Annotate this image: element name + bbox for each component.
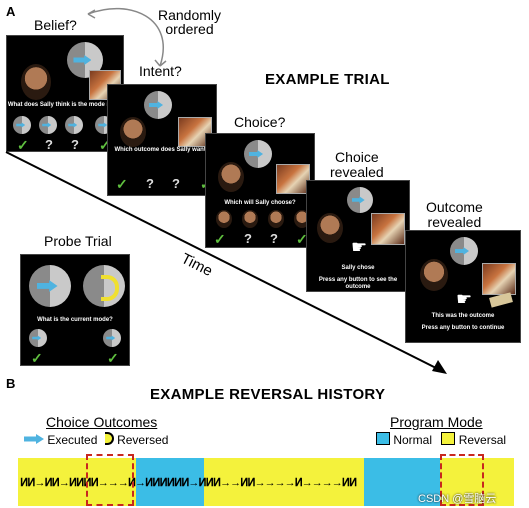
history-outcome-sequence: ⵍⵍ→ⵍⵍ→ⵍⵍⵍⵍ→→→ⵍ→ⵍⵍⵍⵍⵍⵍ→ⵍⵍⵍ→→ⵍⵍ→→→→ⵍ→→→→ⵍⵍ	[20, 477, 357, 489]
panel-a-letter: A	[6, 4, 16, 19]
check-icon: ✓	[214, 231, 226, 247]
reversal-history-title: EXAMPLE REVERSAL HISTORY	[150, 386, 386, 403]
normal-mode-segment	[364, 458, 440, 506]
option-pie-icon	[39, 116, 57, 134]
mode-pie-icon	[347, 187, 373, 213]
normal-label: Normal	[393, 433, 433, 447]
this-was-outcome-text: This was the outcome	[431, 313, 495, 319]
check-icon: ✓	[17, 137, 29, 152]
normal-mode-pie-icon	[29, 265, 71, 307]
choice-revealed-label: Choice revealed	[330, 149, 384, 180]
option-pie-icon	[13, 116, 31, 134]
sally-face	[218, 162, 244, 192]
mode-pie-icon	[144, 91, 172, 119]
randomly-ordered-label: Randomly ordered	[158, 7, 222, 37]
reversal-mode-pie-icon	[83, 265, 125, 307]
choice-revealed-screen: ☛ Sally chose Press any button to see th…	[306, 180, 410, 292]
panel-b-letter: B	[6, 376, 16, 391]
belief-question-text: What does Sally think is the mode now?	[7, 102, 123, 108]
executed-arrow-icon	[24, 434, 44, 444]
sally-face	[420, 259, 448, 291]
pointing-hand-icon: ☛	[351, 237, 368, 257]
outcome-photo	[482, 263, 516, 295]
mode-pie-icon	[450, 237, 478, 265]
outcome-revealed-label: Outcome revealed	[426, 199, 483, 230]
option-face	[242, 210, 258, 228]
sally-face	[21, 64, 51, 100]
highlight-box	[440, 454, 484, 506]
check-icon: ✓	[116, 176, 128, 192]
option-pie-icon	[103, 329, 121, 347]
watermark: CSDN @雪脑云	[418, 493, 497, 505]
choice-outcomes-legend: Executed Reversed	[24, 432, 168, 447]
highlight-box	[86, 454, 134, 506]
reversed-label: Reversed	[117, 433, 169, 447]
sally-chose-text: Sally chose	[341, 265, 375, 271]
question-mark: ?	[45, 137, 53, 152]
choice-label: Choice?	[234, 114, 286, 130]
option-pie-icon	[65, 116, 83, 134]
question-mark: ?	[71, 137, 79, 152]
probe-trial-label: Probe Trial	[44, 233, 112, 249]
check-icon: ✓	[296, 231, 308, 247]
random-order-arrow-icon	[87, 7, 167, 67]
check-icon: ✓	[107, 350, 119, 366]
pointing-hand-icon: ☛	[456, 289, 473, 309]
probe-question-text: What is the current mode?	[37, 317, 113, 323]
question-mark: ?	[146, 176, 154, 191]
normal-swatch	[376, 432, 390, 445]
choice-question-text: Which will Sally choose?	[224, 200, 296, 206]
outcome-photo	[276, 164, 310, 194]
reversal-label: Reversal	[458, 433, 507, 447]
example-trial-title: EXAMPLE TRIAL	[265, 71, 390, 88]
check-icon: ✓	[99, 137, 111, 152]
reversal-mode-segment	[18, 458, 86, 506]
program-mode-legend: Normal Reversal	[376, 432, 506, 447]
press-to-continue-text: Press any button to continue	[421, 325, 505, 331]
reversal-mode-segment	[86, 458, 136, 506]
choice-outcomes-label: Choice Outcomes	[46, 414, 158, 430]
question-mark: ?	[270, 231, 278, 246]
intent-screen: Which outcome does Sally want? ✓ ? ? ✓	[107, 84, 217, 196]
option-face	[216, 210, 232, 228]
option-face	[268, 210, 284, 228]
mode-pie-icon	[67, 42, 103, 78]
normal-mode-segment	[136, 458, 204, 506]
press-to-see-outcome-text: Press any button to see the outcome	[318, 277, 398, 290]
reversed-u-icon	[104, 432, 114, 445]
time-arrow-icon	[5, 151, 447, 374]
sally-face	[120, 117, 146, 147]
belief-screen: What does Sally think is the mode now? ✓…	[6, 35, 124, 152]
program-mode-label: Program Mode	[390, 414, 483, 430]
belief-label: Belief?	[34, 17, 77, 33]
question-mark: ?	[244, 231, 252, 246]
sally-face	[317, 213, 343, 243]
reversal-mode-segment	[204, 458, 364, 506]
option-pie-icon	[29, 329, 47, 347]
check-icon: ✓	[31, 350, 43, 366]
executed-label: Executed	[47, 433, 98, 447]
probe-trial-screen: What is the current mode? ✓ ✓	[20, 254, 130, 366]
reversal-mode-segment	[440, 458, 514, 506]
reversal-swatch	[441, 432, 456, 445]
intent-question-text: Which outcome does Sally want?	[114, 147, 210, 153]
mode-pie-icon	[244, 140, 272, 168]
outcome-revealed-screen: ☛ This was the outcome Press any button …	[405, 230, 521, 343]
intent-label: Intent?	[139, 63, 182, 79]
question-mark: ?	[172, 176, 180, 191]
outcome-photo	[371, 213, 405, 245]
